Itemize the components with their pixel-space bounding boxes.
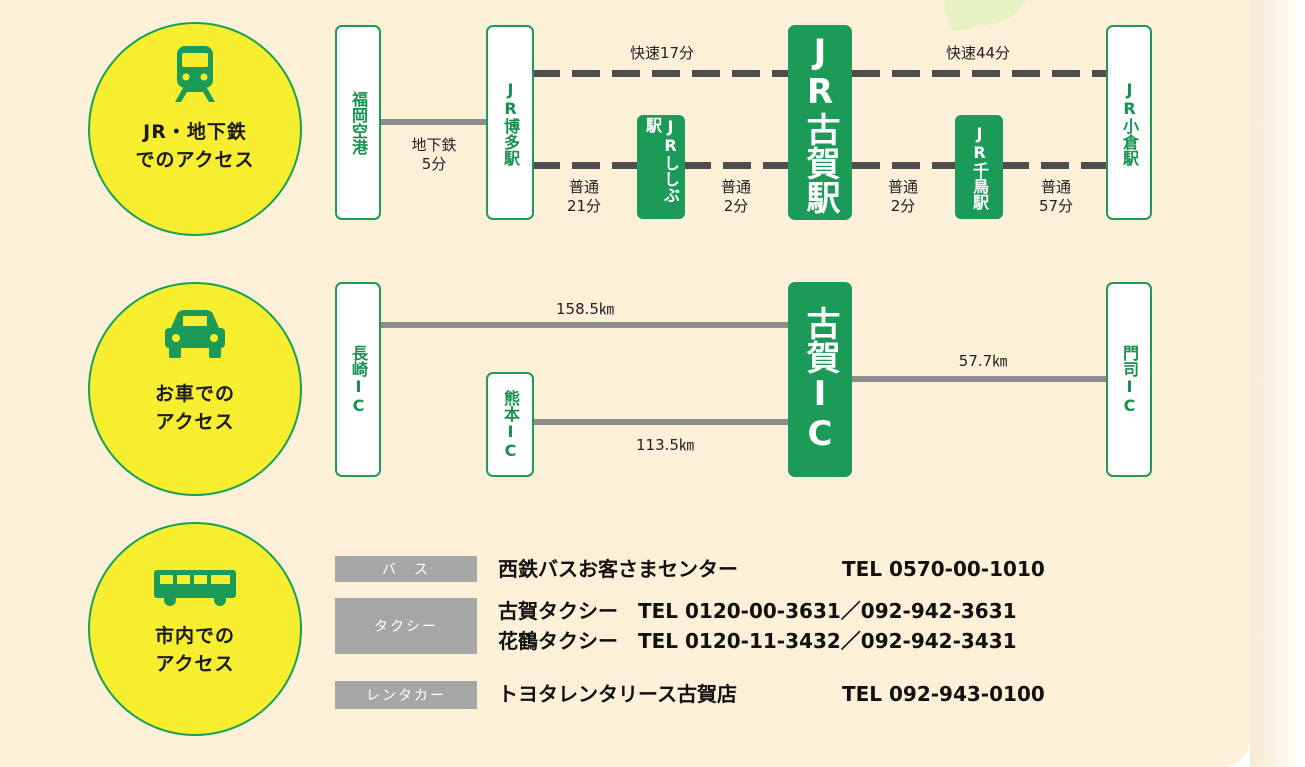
rental-name: トヨタレンタリース古賀店 (498, 682, 737, 706)
local-line-b (683, 162, 790, 169)
taxi-koga: 古賀タクシー TEL 0120-00-3631／092-942-3631 (498, 599, 1017, 623)
rapid-time-right: 快速44分 (945, 44, 1011, 62)
local-time-d-1: 普通 (1040, 178, 1071, 196)
city-access-circle: 市内での アクセス (88, 522, 302, 736)
road-kumamoto (532, 419, 790, 425)
station-chidori: JR千鳥駅 (955, 115, 1003, 219)
local-time-b-2: 2分 (723, 197, 749, 215)
station-kokura: JR小倉駅 (1106, 25, 1152, 220)
bus-center-name: 西鉄バスお客さまセンター (498, 557, 738, 581)
local-time-b: 普通 2分 (706, 178, 766, 216)
subway-time: 地下鉄 5分 (394, 136, 474, 174)
category-taxi: タクシー (335, 598, 477, 654)
ic-kumamoto-label: 熊本IC (501, 389, 520, 460)
distance-kumamoto: 113.5㎞ (636, 436, 694, 454)
train-label-1: JR・地下鉄 (143, 121, 247, 143)
ic-nagasaki: 長崎IC (335, 282, 381, 477)
station-fukuoka-airport: 福岡空港 (335, 25, 381, 220)
car-icon (165, 310, 225, 358)
subway-time-line2: 5分 (421, 155, 447, 173)
local-time-c: 普通 2分 (873, 178, 933, 216)
local-time-b-1: 普通 (720, 178, 751, 196)
local-time-a: 普通 21分 (554, 178, 614, 216)
train-access-circle: JR・地下鉄 でのアクセス (88, 22, 302, 236)
ic-moji-label: 門司IC (1120, 344, 1139, 415)
station-koga: JR古賀駅 (788, 25, 852, 220)
city-label-2: アクセス (155, 653, 235, 675)
local-time-c-1: 普通 (887, 178, 918, 196)
local-time-d: 普通 57分 (1026, 178, 1086, 216)
road-nagasaki (378, 322, 790, 328)
ic-koga-label: 古賀IC (800, 305, 840, 454)
subway-line (378, 119, 488, 125)
station-kokura-label: JR小倉駅 (1120, 79, 1139, 166)
station-hakata-label: JR博多駅 (501, 79, 520, 166)
local-time-d-2: 57分 (1038, 197, 1074, 215)
ic-moji: 門司IC (1106, 282, 1152, 477)
station-shishibu: JRししぶ駅 (637, 115, 685, 219)
ic-nagasaki-label: 長崎IC (349, 344, 368, 415)
local-line-c (852, 162, 957, 169)
ic-kumamoto: 熊本IC (486, 372, 534, 477)
rapid-line-left (532, 70, 790, 77)
rental-tel: TEL 092-943-0100 (842, 682, 1045, 706)
distance-nagasaki: 158.5㎞ (556, 300, 614, 318)
station-fukuoka-airport-label: 福岡空港 (349, 90, 368, 155)
panel-edge (1250, 0, 1305, 767)
local-line-d (1001, 162, 1108, 169)
local-time-c-2: 2分 (890, 197, 916, 215)
city-label-1: 市内での (154, 625, 235, 647)
car-label-2: アクセス (155, 411, 235, 433)
station-shishibu-label: JRししぶ駅 (643, 117, 680, 203)
station-chidori-label: JR千鳥駅 (970, 124, 989, 210)
category-rental: レンタカー (335, 681, 477, 709)
subway-time-line1: 地下鉄 (411, 136, 457, 154)
rapid-line-right (852, 70, 1108, 77)
train-label-2: でのアクセス (135, 149, 255, 171)
car-access-circle: お車での アクセス (88, 282, 302, 496)
train-icon (175, 46, 215, 102)
local-line-a (532, 162, 637, 169)
category-bus: バ ス (335, 556, 477, 582)
rapid-time-left: 快速17分 (629, 44, 695, 62)
bus-center-tel: TEL 0570-00-1010 (842, 557, 1045, 581)
station-hakata: JR博多駅 (486, 25, 534, 220)
bus-icon (154, 570, 236, 606)
distance-moji: 57.7㎞ (958, 352, 1008, 370)
local-time-a-1: 普通 (568, 178, 599, 196)
taxi-katsuru: 花鶴タクシー TEL 0120-11-3432／092-942-3431 (498, 629, 1017, 653)
car-label-1: お車での (154, 383, 235, 405)
local-time-a-2: 21分 (566, 197, 602, 215)
station-koga-label: JR古賀駅 (800, 31, 840, 214)
road-moji (852, 376, 1108, 382)
ic-koga: 古賀IC (788, 282, 852, 477)
